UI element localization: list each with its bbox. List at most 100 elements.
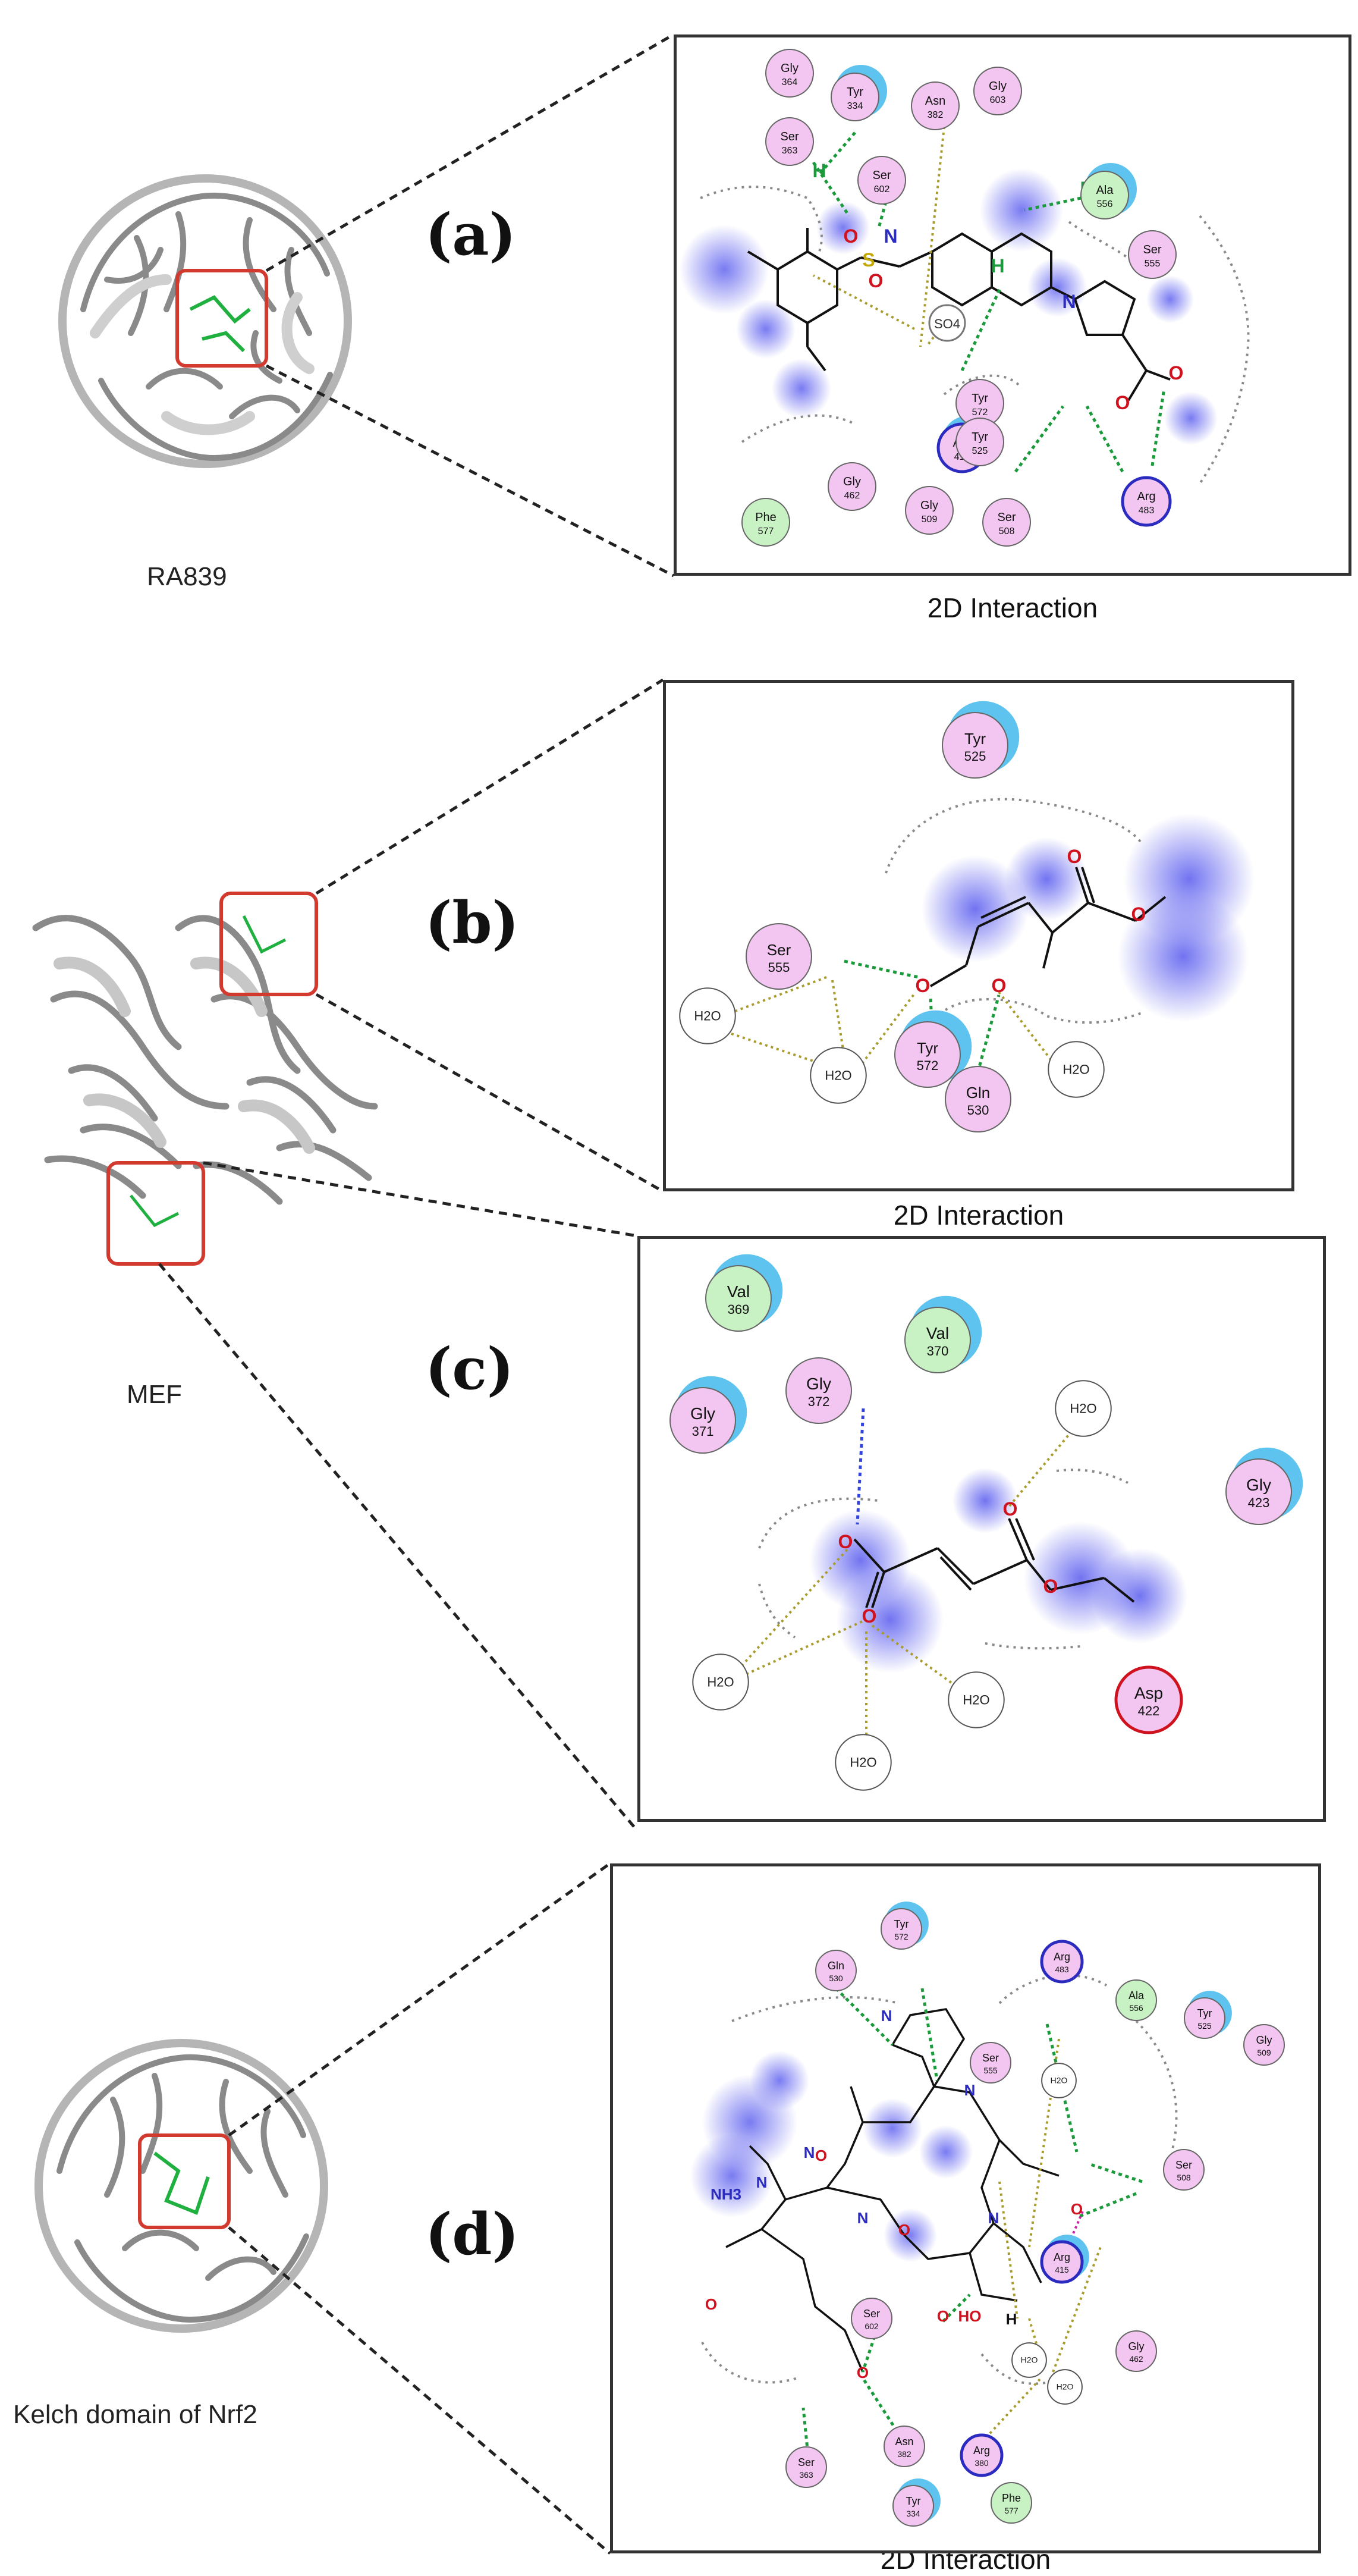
atom-o-b2: O <box>992 975 1007 996</box>
kelch-barrel-a-icon <box>58 174 352 468</box>
residue-d-ser-508-name: Ser <box>1175 2159 1192 2171</box>
svg-text:H2O: H2O <box>694 1008 721 1023</box>
residue-a-asn-382-number: 382 <box>928 110 944 120</box>
residue-a-ser-508-number: 508 <box>999 526 1015 536</box>
atom-h-a3: H <box>991 255 1004 277</box>
residue-d-arg-380-number: 380 <box>975 2458 989 2468</box>
atom-o-b4: O <box>1131 903 1146 925</box>
svg-text:H2O: H2O <box>1070 1401 1096 1416</box>
residue-d-ser-363-number: 363 <box>799 2470 813 2480</box>
residue-c-gly-372-name: Gly <box>806 1375 831 1393</box>
caption-a: 2D Interaction <box>927 592 1098 623</box>
residue-d-tyr-525-name: Tyr <box>1197 2007 1212 2019</box>
residue-d-ser-602-number: 602 <box>865 2321 879 2331</box>
residue-a-ser-363-name: Ser <box>780 130 799 143</box>
residue-d-asn-382-number: 382 <box>897 2449 911 2459</box>
panel-label-c: (c) <box>425 1335 514 1402</box>
residue-a-ser-602-number: 602 <box>874 184 890 194</box>
water-c-4: H2O <box>835 1734 892 1791</box>
svg-text:H2O: H2O <box>963 1692 989 1707</box>
residue-d-tyr-525-number: 525 <box>1197 2021 1212 2031</box>
residue-d-arg-483-number: 483 <box>1055 1965 1069 1974</box>
atom-o-d5: O <box>857 2364 869 2382</box>
residue-d-tyr-334-name: Tyr <box>906 2495 921 2507</box>
atom-o-b3: O <box>1067 846 1082 867</box>
ligand-name-a: RA839 <box>147 562 227 591</box>
svg-text:H2O: H2O <box>707 1674 734 1689</box>
atom-o-c3: O <box>1003 1498 1018 1520</box>
water-c-2: H2O <box>692 1653 749 1711</box>
residue-a-gly-509-name: Gly <box>920 499 938 512</box>
atom-n-d1: N <box>804 2144 815 2161</box>
residue-a-phe-577-number: 577 <box>758 526 774 536</box>
svg-text:H2O: H2O <box>1021 2355 1038 2365</box>
residue-a-ser-555-name: Ser <box>1143 243 1161 256</box>
residue-a-ser-508-name: Ser <box>997 511 1016 524</box>
atom-h-a1: H <box>812 160 826 181</box>
residue-b-tyr-572-name: Tyr <box>917 1039 938 1057</box>
binding-site-box-b <box>219 892 318 996</box>
residue-c-gly-423-name: Gly <box>1246 1476 1271 1494</box>
atom-h-d: H <box>1006 2310 1017 2328</box>
residue-a-asn-382-name: Asn <box>925 95 945 108</box>
water-b-3: H2O <box>1048 1041 1105 1098</box>
residue-d-arg-483-name: Arg <box>1054 1951 1070 1963</box>
atom-n-d4: N <box>857 2209 869 2227</box>
ligand-name-c: MEF <box>127 1380 182 1409</box>
residue-b-tyr-525-number: 525 <box>964 749 986 764</box>
residue-a-tyr-525-number: 525 <box>972 446 988 456</box>
residue-b-ser-555-name: Ser <box>767 941 791 959</box>
residue-d-ser-555-name: Ser <box>982 2052 999 2064</box>
interaction-panel-a: H N S O O H H N O O SO4 Gly364Tyr334Asn3… <box>674 34 1351 576</box>
residue-d-phe-577-number: 577 <box>1004 2506 1018 2515</box>
caption-b: 2D Interaction <box>893 1200 1064 1231</box>
atom-o-a3: O <box>1115 392 1130 413</box>
atom-o-a1: O <box>844 225 859 247</box>
residue-a-gly-364-name: Gly <box>781 62 799 75</box>
atom-n-d6: N <box>988 2209 999 2227</box>
residue-a-tyr-334-number: 334 <box>847 101 863 111</box>
residue-a-phe-577-name: Phe <box>755 511 777 524</box>
residue-a-tyr-525: Tyr 525 <box>955 418 1004 466</box>
atom-o-b1: O <box>916 975 931 996</box>
atom-n-a1: N <box>884 225 897 247</box>
residue-a-tyr-525-name: Tyr <box>972 431 988 444</box>
panel-label-a: (a) <box>425 201 517 268</box>
residue-c-gly-371-number: 371 <box>692 1424 714 1439</box>
residue-a-gly-603-number: 603 <box>990 95 1006 105</box>
atom-n-d3: N <box>756 2173 768 2191</box>
residue-a-tyr-334-name: Tyr <box>847 86 863 99</box>
atom-o-c2: O <box>862 1605 877 1627</box>
water-c-3: H2O <box>948 1671 1005 1728</box>
residue-b-gln-530-number: 530 <box>967 1103 989 1118</box>
residue-c-asp-422-name: Asp <box>1134 1684 1163 1702</box>
residue-a-phe-577: Phe 577 <box>741 498 790 547</box>
residue-a-ser-555-number: 555 <box>1145 259 1161 269</box>
atom-n-a2: N <box>1062 291 1076 312</box>
residue-b-tyr-525-name: Tyr <box>964 730 986 748</box>
atom-o-d4: O <box>937 2307 949 2325</box>
residue-c-gly-423-number: 423 <box>1248 1495 1270 1510</box>
residue-a-ala-556-name: Ala <box>1096 184 1114 197</box>
residue-d-gln-530-name: Gln <box>828 1960 844 1972</box>
